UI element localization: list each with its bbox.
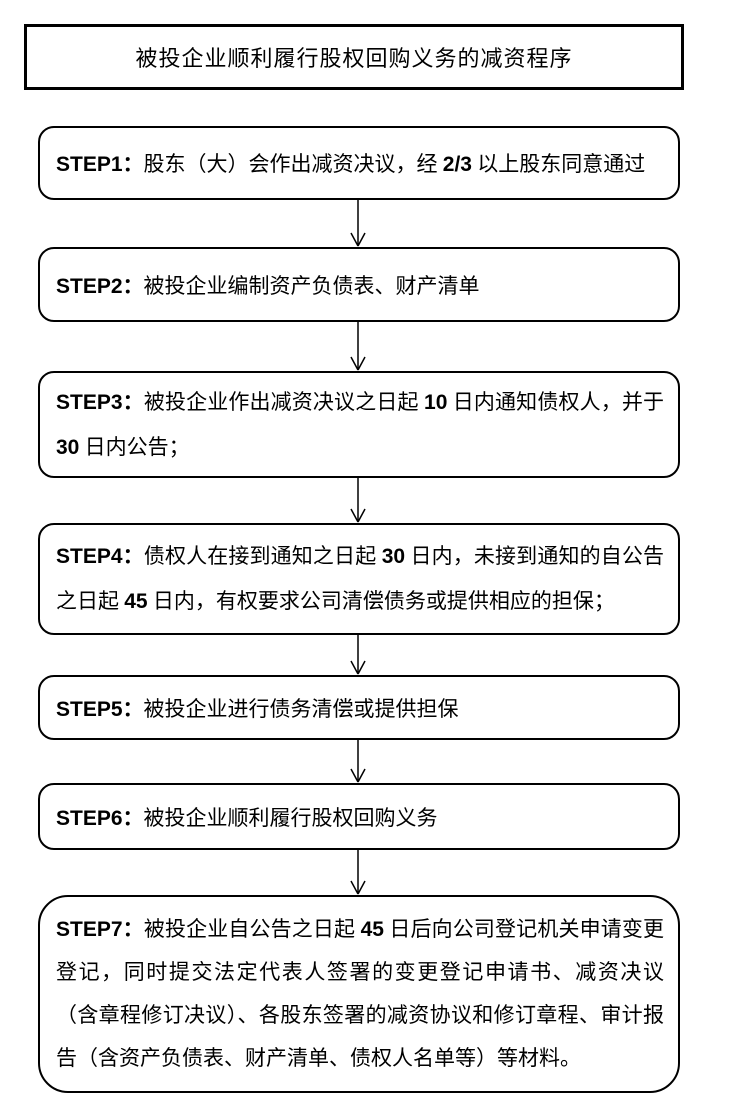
arrow-down-icon-3 xyxy=(350,478,366,523)
step-text-segment: 股东（大）会作出减资决议，经 xyxy=(143,152,443,176)
step-bold-segment: STEP5： xyxy=(56,697,144,721)
step-box-5: STEP5：被投企业进行债务清偿或提供担保 xyxy=(38,675,680,740)
step-1-text: STEP1：股东（大）会作出减资决议，经 2/3 以上股东同意通过 xyxy=(40,148,678,178)
step-bold-segment: STEP2： xyxy=(56,274,144,298)
step-bold-segment: STEP3： xyxy=(56,390,144,414)
step-bold-segment: STEP6： xyxy=(56,806,144,830)
step-bold-segment: 2/3 xyxy=(442,153,472,176)
arrow-down-icon-2 xyxy=(350,322,366,371)
step-7-text: STEP7：被投企业自公告之日起 45 日后向公司登记机关申请变更登记，同时提交… xyxy=(40,908,678,1080)
step-text-segment: 被投企业作出减资决议之日起 xyxy=(143,389,425,414)
step-box-1: STEP1：股东（大）会作出减资决议，经 2/3 以上股东同意通过 xyxy=(38,126,680,200)
step-text-segment: 被投企业编制资产负债表、财产清单 xyxy=(143,273,480,298)
step-bold-segment: 45 xyxy=(360,918,384,941)
arrow-down-icon-5 xyxy=(350,740,366,783)
flowchart-title-box: 被投企业顺利履行股权回购义务的减资程序 xyxy=(24,24,684,90)
arrow-down-icon-4 xyxy=(350,635,366,675)
step-text-segment: 以上股东同意通过 xyxy=(471,152,646,176)
step-text-segment: 日内，有权要求公司清偿债务或提供相应的担保； xyxy=(147,589,615,613)
arrow-down-icon-6 xyxy=(350,850,366,895)
step-text-segment: 日内通知债权人，并于 xyxy=(447,389,665,414)
step-bold-segment: STEP7： xyxy=(56,918,144,941)
step-6-text: STEP6：被投企业顺利履行股权回购义务 xyxy=(40,802,678,832)
step-text-segment: 债权人在接到通知之日起 xyxy=(143,544,382,568)
step-bold-segment: 45 xyxy=(124,590,148,613)
step-box-6: STEP6：被投企业顺利履行股权回购义务 xyxy=(38,783,680,850)
step-bold-segment: STEP4： xyxy=(56,545,144,568)
step-4-text: STEP4：债权人在接到通知之日起 30 日内，未接到通知的自公告之日起 45 … xyxy=(40,534,678,624)
step-bold-segment: STEP1： xyxy=(56,153,144,176)
step-text-segment: 日内，未接到通知的自公告之日起 xyxy=(56,544,665,613)
step-3-text: STEP3：被投企业作出减资决议之日起 10 日内通知债权人，并于 30 日内公… xyxy=(40,380,678,470)
arrow-down-icon-1 xyxy=(350,200,366,247)
step-bold-segment: 30 xyxy=(56,435,80,459)
step-text-segment: 日后向公司登记机关申请变更登记，同时提交法定代表人签署的变更登记申请书、减资决议… xyxy=(56,917,665,1070)
step-box-2: STEP2：被投企业编制资产负债表、财产清单 xyxy=(38,247,680,322)
step-5-text: STEP5：被投企业进行债务清偿或提供担保 xyxy=(40,693,678,723)
step-text-segment: 日内公告； xyxy=(79,434,190,459)
step-box-3: STEP3：被投企业作出减资决议之日起 10 日内通知债权人，并于 30 日内公… xyxy=(38,371,680,478)
step-text-segment: 被投企业进行债务清偿或提供担保 xyxy=(143,696,459,721)
step-box-7: STEP7：被投企业自公告之日起 45 日后向公司登记机关申请变更登记，同时提交… xyxy=(38,895,680,1093)
step-box-4: STEP4：债权人在接到通知之日起 30 日内，未接到通知的自公告之日起 45 … xyxy=(38,523,680,635)
step-text-segment: 被投企业自公告之日起 xyxy=(143,917,361,941)
step-bold-segment: 30 xyxy=(381,545,406,568)
step-bold-segment: 10 xyxy=(424,390,448,414)
step-2-text: STEP2：被投企业编制资产负债表、财产清单 xyxy=(40,270,678,300)
flowchart-title: 被投企业顺利履行股权回购义务的减资程序 xyxy=(135,46,573,71)
step-text-segment: 被投企业顺利履行股权回购义务 xyxy=(143,805,438,830)
